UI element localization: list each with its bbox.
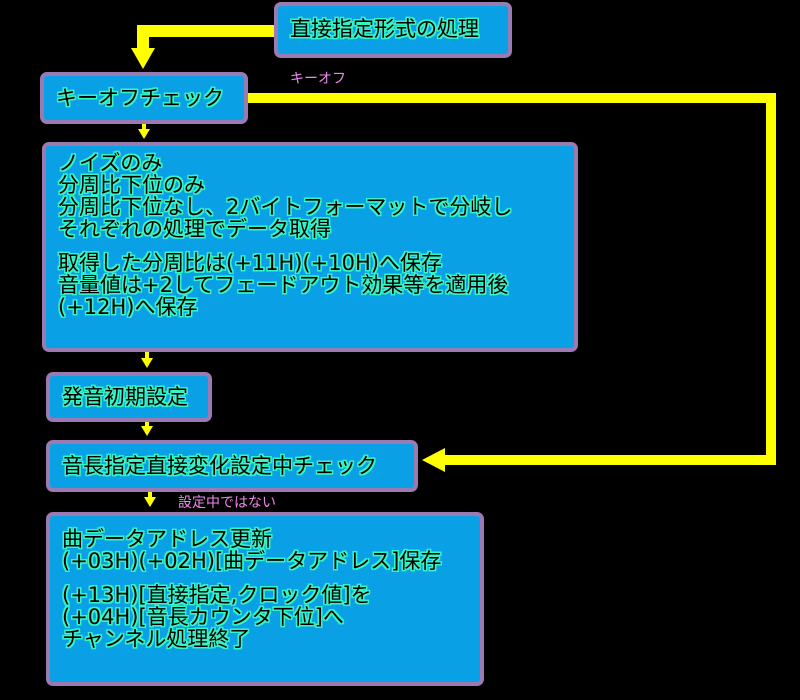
update-line-4: (+04H)[音長カウンタ下位]へ bbox=[62, 605, 344, 629]
update-line-1: 曲データアドレス更新 bbox=[62, 527, 272, 551]
label-not-set: 設定中ではない bbox=[178, 495, 276, 511]
arrow-start-to-keyoff bbox=[137, 25, 276, 50]
arrowhead-check bbox=[141, 426, 153, 436]
node-start-text: 直接指定形式の処理 bbox=[290, 17, 479, 41]
fetch-line-1: ノイズのみ bbox=[58, 151, 163, 175]
fetch-line-3: 分周比下位なし、2バイトフォーマットで分岐し bbox=[58, 195, 513, 219]
arrowhead-keyoff bbox=[131, 48, 155, 69]
arrow-keyoff-bypass bbox=[247, 93, 776, 465]
node-update-text: 曲データアドレス更新 (+03H)(+02H)[曲データアドレス]保存 (+13… bbox=[62, 528, 468, 650]
fetch-line-7: (+12H)へ保存 bbox=[58, 295, 198, 319]
fetch-line-5: 取得した分周比は(+11H)(+10H)へ保存 bbox=[58, 251, 442, 275]
arrowhead-fetch bbox=[138, 129, 150, 139]
node-start: 直接指定形式の処理 bbox=[274, 2, 512, 58]
fetch-line-4: それぞれの処理でデータ取得 bbox=[58, 217, 331, 241]
node-keyoff-check: キーオフチェック bbox=[40, 72, 248, 124]
node-address-update: 曲データアドレス更新 (+03H)(+02H)[曲データアドレス]保存 (+13… bbox=[46, 512, 484, 686]
fetch-line-6: 音量値は+2してフェードアウト効果等を適用後 bbox=[58, 273, 509, 297]
arrowhead-bypass bbox=[422, 448, 445, 472]
node-duration-check: 音長指定直接変化設定中チェック bbox=[46, 440, 418, 492]
update-line-2: (+03H)(+02H)[曲データアドレス]保存 bbox=[62, 549, 442, 573]
update-line-3: (+13H)[直接指定,クロック値]を bbox=[62, 583, 372, 607]
node-check-text: 音長指定直接変化設定中チェック bbox=[62, 454, 377, 478]
node-init: 発音初期設定 bbox=[46, 372, 212, 422]
arrowhead-init bbox=[141, 358, 153, 368]
arrowhead-update bbox=[144, 497, 156, 507]
node-fetch-text: ノイズのみ 分周比下位のみ 分周比下位なし、2バイトフォーマットで分岐し それぞ… bbox=[58, 152, 562, 318]
label-keyoff: キーオフ bbox=[290, 71, 346, 87]
node-keyoff-text: キーオフチェック bbox=[56, 86, 224, 110]
node-init-text: 発音初期設定 bbox=[62, 385, 188, 409]
fetch-line-2: 分周比下位のみ bbox=[58, 173, 205, 197]
update-line-5: チャンネル処理終了 bbox=[62, 627, 251, 651]
node-data-fetch: ノイズのみ 分周比下位のみ 分周比下位なし、2バイトフォーマットで分岐し それぞ… bbox=[42, 142, 578, 352]
